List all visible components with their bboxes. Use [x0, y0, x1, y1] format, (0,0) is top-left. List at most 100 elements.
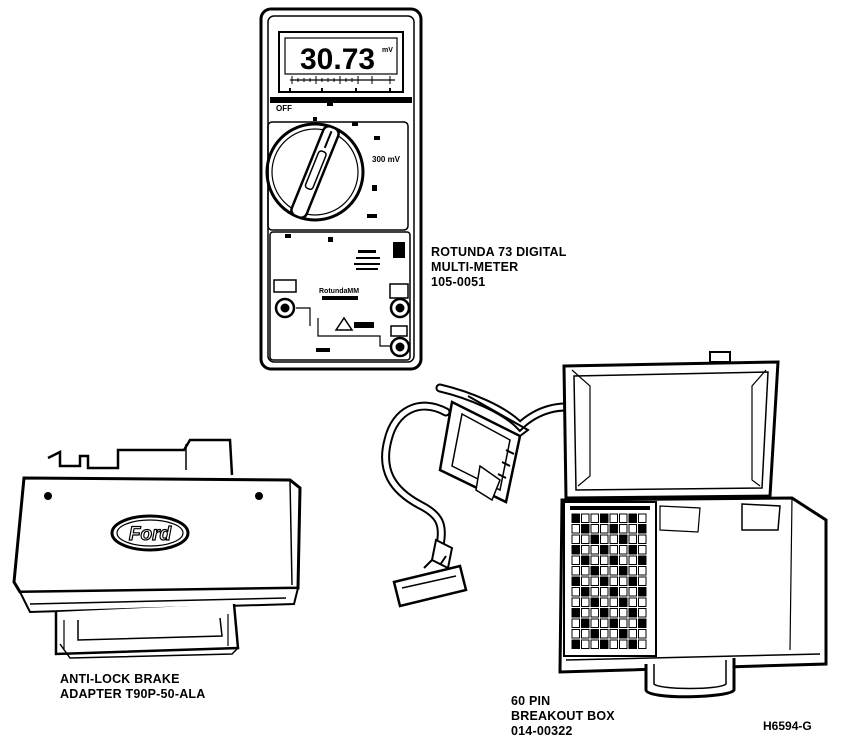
breakout-pin-jack[interactable]: [628, 513, 637, 523]
breakout-pin-jack[interactable]: [590, 629, 599, 639]
breakout-pin-jack[interactable]: [571, 576, 580, 586]
breakout-pin-jack[interactable]: [581, 524, 590, 534]
breakout-pin-jack[interactable]: [628, 608, 637, 618]
breakout-pin-jack[interactable]: [581, 618, 590, 628]
breakout-pin-jack[interactable]: [581, 608, 590, 618]
breakout-pin-jack[interactable]: [628, 576, 637, 586]
breakout-pin-jack[interactable]: [619, 639, 628, 649]
breakout-pin-jack[interactable]: [590, 618, 599, 628]
breakout-pin-jack[interactable]: [609, 587, 618, 597]
meter-jack-right-top[interactable]: [389, 283, 411, 319]
breakout-pin-jack[interactable]: [609, 597, 618, 607]
breakout-pin-jack[interactable]: [619, 587, 628, 597]
breakout-pin-grid[interactable]: [570, 506, 650, 510]
breakout-pin-jack[interactable]: [628, 629, 637, 639]
breakout-pin-jack[interactable]: [581, 576, 590, 586]
breakout-pin-jack[interactable]: [619, 618, 628, 628]
breakout-pin-jack[interactable]: [571, 587, 580, 597]
breakout-pin-jack[interactable]: [628, 597, 637, 607]
breakout-pin-jack[interactable]: [619, 513, 628, 523]
breakout-pin-jack[interactable]: [628, 555, 637, 565]
breakout-pin-jack[interactable]: [600, 639, 609, 649]
breakout-pin-jack[interactable]: [638, 524, 647, 534]
breakout-pin-jack[interactable]: [619, 576, 628, 586]
breakout-pin-jack[interactable]: [571, 639, 580, 649]
breakout-pin-jack[interactable]: [590, 576, 599, 586]
breakout-pin-jack[interactable]: [638, 618, 647, 628]
breakout-pin-jack[interactable]: [609, 608, 618, 618]
breakout-pin-jack[interactable]: [600, 534, 609, 544]
breakout-pin-jack[interactable]: [571, 534, 580, 544]
breakout-pin-jack[interactable]: [638, 597, 647, 607]
breakout-pin-jack[interactable]: [638, 545, 647, 555]
breakout-pin-jack[interactable]: [581, 545, 590, 555]
breakout-pin-jack[interactable]: [590, 608, 599, 618]
breakout-pin-jack[interactable]: [638, 639, 647, 649]
breakout-pin-jack[interactable]: [609, 566, 618, 576]
breakout-pin-jack[interactable]: [638, 555, 647, 565]
breakout-pin-jack[interactable]: [581, 566, 590, 576]
breakout-pin-jack[interactable]: [600, 576, 609, 586]
breakout-pin-jack[interactable]: [571, 555, 580, 565]
breakout-pin-jack[interactable]: [571, 597, 580, 607]
breakout-pin-jack[interactable]: [609, 629, 618, 639]
breakout-pin-jack[interactable]: [619, 534, 628, 544]
breakout-pin-jack[interactable]: [600, 597, 609, 607]
breakout-pin-jack[interactable]: [590, 524, 599, 534]
breakout-pin-jack[interactable]: [571, 608, 580, 618]
breakout-pin-jack[interactable]: [619, 524, 628, 534]
breakout-pin-jack[interactable]: [609, 545, 618, 555]
breakout-pin-jack[interactable]: [590, 534, 599, 544]
breakout-pin-jack[interactable]: [590, 513, 599, 523]
breakout-pin-jack[interactable]: [600, 566, 609, 576]
breakout-pin-jack[interactable]: [581, 555, 590, 565]
breakout-pin-jack[interactable]: [590, 639, 599, 649]
breakout-pin-jack[interactable]: [609, 618, 618, 628]
breakout-pin-jack[interactable]: [638, 566, 647, 576]
breakout-pin-jack[interactable]: [638, 587, 647, 597]
breakout-pin-jack[interactable]: [628, 639, 637, 649]
breakout-pin-jack[interactable]: [581, 629, 590, 639]
breakout-pin-jack[interactable]: [619, 629, 628, 639]
breakout-pin-jack[interactable]: [590, 555, 599, 565]
breakout-pin-jack[interactable]: [600, 524, 609, 534]
breakout-pin-jack[interactable]: [638, 576, 647, 586]
breakout-pin-jack[interactable]: [590, 587, 599, 597]
breakout-pin-jack[interactable]: [619, 555, 628, 565]
meter-jack-left[interactable]: [273, 279, 297, 319]
breakout-pin-jack[interactable]: [600, 545, 609, 555]
breakout-pin-jack[interactable]: [609, 576, 618, 586]
breakout-pin-jack[interactable]: [619, 597, 628, 607]
meter-rotary-dial[interactable]: [265, 122, 365, 222]
breakout-pin-jack[interactable]: [619, 545, 628, 555]
breakout-pin-jack[interactable]: [600, 513, 609, 523]
breakout-pin-jack[interactable]: [609, 639, 618, 649]
breakout-pin-jack[interactable]: [571, 618, 580, 628]
breakout-pin-jack[interactable]: [619, 608, 628, 618]
breakout-pin-jack[interactable]: [628, 545, 637, 555]
breakout-pin-jack[interactable]: [600, 629, 609, 639]
breakout-pin-jack[interactable]: [609, 534, 618, 544]
breakout-pin-jack[interactable]: [619, 566, 628, 576]
breakout-pin-jack[interactable]: [581, 534, 590, 544]
breakout-pin-jack[interactable]: [581, 639, 590, 649]
breakout-pin-jack[interactable]: [600, 587, 609, 597]
breakout-pin-jack[interactable]: [590, 597, 599, 607]
breakout-pin-jack[interactable]: [638, 629, 647, 639]
breakout-pin-jack[interactable]: [609, 555, 618, 565]
breakout-pin-jack[interactable]: [581, 597, 590, 607]
breakout-pin-jack[interactable]: [638, 608, 647, 618]
breakout-pin-jack[interactable]: [590, 545, 599, 555]
breakout-pin-jack[interactable]: [600, 555, 609, 565]
meter-jack-right-bottom[interactable]: [389, 325, 411, 358]
breakout-pin-jack[interactable]: [600, 608, 609, 618]
breakout-pin-jack[interactable]: [571, 566, 580, 576]
breakout-pin-jack[interactable]: [600, 618, 609, 628]
breakout-pin-jack[interactable]: [638, 513, 647, 523]
breakout-pin-jack[interactable]: [609, 524, 618, 534]
breakout-pin-jack[interactable]: [571, 513, 580, 523]
breakout-pin-jack[interactable]: [571, 629, 580, 639]
breakout-pin-jack[interactable]: [609, 513, 618, 523]
breakout-pin-jack[interactable]: [638, 534, 647, 544]
breakout-pin-jack[interactable]: [571, 545, 580, 555]
